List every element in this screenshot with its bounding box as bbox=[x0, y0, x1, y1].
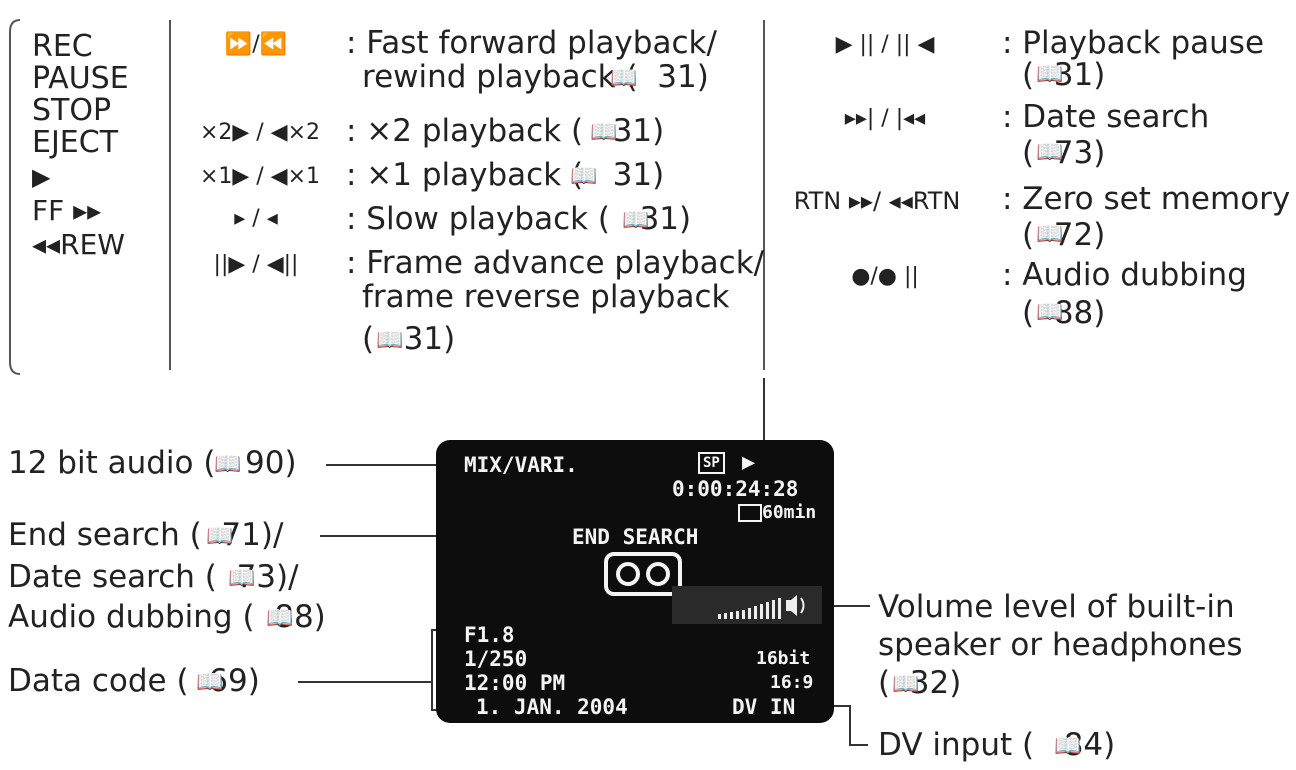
lcd-fnumber: F1.8 bbox=[464, 623, 515, 647]
lcd-status: END SEARCH bbox=[572, 525, 699, 549]
book-icon: 📖 bbox=[266, 606, 294, 631]
book-icon: 📖 bbox=[590, 120, 618, 145]
callout-audio-dubbing: Audio dubbing ( 88) bbox=[8, 599, 326, 635]
cassette-small-icon bbox=[738, 504, 762, 522]
audio-dub-symbol: ●/● || bbox=[851, 264, 919, 289]
callout-date-search: Date search ( 73)/ bbox=[8, 559, 299, 595]
callout-volume-1: Volume level of built-in bbox=[878, 589, 1235, 625]
frame-text-2: frame reverse playback bbox=[362, 279, 730, 315]
lcd-sp-icon: SP bbox=[698, 452, 725, 474]
frame-text-3: ( 31) bbox=[362, 321, 456, 357]
callout-volume-3: ( 32) bbox=[878, 665, 962, 701]
book-icon: 📖 bbox=[196, 670, 224, 695]
book-icon: 📖 bbox=[892, 672, 920, 697]
ff-rew-symbol: ⏩/⏪ bbox=[224, 32, 288, 57]
book-icon: 📖 bbox=[1054, 734, 1082, 759]
lcd-clock: 12:00 PM bbox=[464, 671, 566, 695]
book-icon: 📖 bbox=[206, 524, 234, 549]
pause-symbol: ▶ || / || ◀ bbox=[835, 32, 935, 57]
date-search-text: : Date search bbox=[1002, 99, 1210, 135]
mode-stop: STOP bbox=[32, 93, 112, 128]
audio-dub-text: : Audio dubbing bbox=[1002, 257, 1247, 293]
book-icon: 📖 bbox=[1036, 222, 1064, 247]
book-icon: 📖 bbox=[1036, 62, 1064, 87]
audio-dub-text-2: ( 88) bbox=[1022, 295, 1106, 331]
lcd-aspect: 16:9 bbox=[770, 672, 814, 693]
lcd-shutter: 1/250 bbox=[464, 647, 528, 671]
book-icon: 📖 bbox=[376, 328, 404, 353]
callout-dv-input: DV input ( 84) bbox=[878, 727, 1116, 763]
lcd-remaining: 60min bbox=[762, 502, 817, 523]
slow-text: : Slow playback ( 31) bbox=[346, 201, 692, 237]
mode-rec: REC bbox=[32, 29, 93, 64]
book-icon: 📖 bbox=[1036, 300, 1064, 325]
book-icon: 📖 bbox=[610, 66, 638, 91]
lcd-screen: MIX/VARI. SP ▶ 0:00:24:28 60min END SEAR… bbox=[436, 440, 834, 723]
cassette-icon bbox=[604, 552, 682, 596]
ff-rew-text-2: rewind playback ( 31) bbox=[362, 59, 709, 95]
callout-data-code: Data code ( 69) bbox=[8, 663, 260, 699]
x1-symbol: ×1▶ / ◀×1 bbox=[199, 164, 321, 189]
lcd-date: 1. JAN. 2004 bbox=[476, 695, 628, 719]
callout-12bit-audio: 12 bit audio ( 90) bbox=[8, 445, 297, 481]
mode-rew: ◂◂REW bbox=[32, 228, 125, 261]
pause-text: : Playback pause bbox=[1002, 25, 1265, 61]
mode-eject: EJECT bbox=[32, 125, 119, 160]
zero-set-text-2: ( 72) bbox=[1022, 217, 1106, 253]
x2-text: : ×2 playback ( 31) bbox=[346, 113, 665, 149]
date-search-text-2: ( 73) bbox=[1022, 135, 1106, 171]
x1-text: : ×1 playback ( 31) bbox=[346, 157, 665, 193]
frame-text: : Frame advance playback/ bbox=[346, 245, 765, 281]
date-search-symbol: ▸▸| / |◂◂ bbox=[844, 106, 926, 131]
book-icon: 📖 bbox=[570, 164, 598, 189]
zero-set-text: : Zero set memory bbox=[1002, 181, 1291, 217]
mode-play: ▶ bbox=[32, 163, 51, 191]
mode-ff: FF ▸▸ bbox=[32, 194, 102, 227]
book-icon: 📖 bbox=[214, 452, 242, 477]
callout-end-search: End search ( 71)/ bbox=[8, 517, 284, 553]
callout-volume-2: speaker or headphones bbox=[878, 627, 1243, 663]
mode-pause: PAUSE bbox=[32, 61, 129, 96]
zero-set-symbol: RTN ▸▸/ ◂◂RTN bbox=[793, 187, 961, 215]
lcd-dv-in: DV IN bbox=[732, 695, 796, 719]
volume-bar bbox=[672, 586, 822, 624]
lcd-time-code: 0:00:24:28 bbox=[672, 477, 799, 501]
book-icon: 📖 bbox=[228, 566, 256, 591]
book-icon: 📖 bbox=[622, 208, 650, 233]
x2-symbol: ×2▶ / ◀×2 bbox=[199, 120, 321, 145]
book-icon: 📖 bbox=[1036, 140, 1064, 165]
lcd-bits: 16bit bbox=[756, 648, 811, 669]
slow-symbol: ▸ / ◂ bbox=[234, 206, 278, 231]
frame-symbol: ||▶ / ◀|| bbox=[213, 252, 299, 277]
pause-text-2: ( 31) bbox=[1022, 57, 1106, 93]
lcd-audio-mode: MIX/VARI. bbox=[464, 453, 578, 477]
ff-rew-text: : Fast forward playback/ bbox=[346, 25, 717, 61]
lcd-play-icon: ▶ bbox=[742, 450, 756, 475]
